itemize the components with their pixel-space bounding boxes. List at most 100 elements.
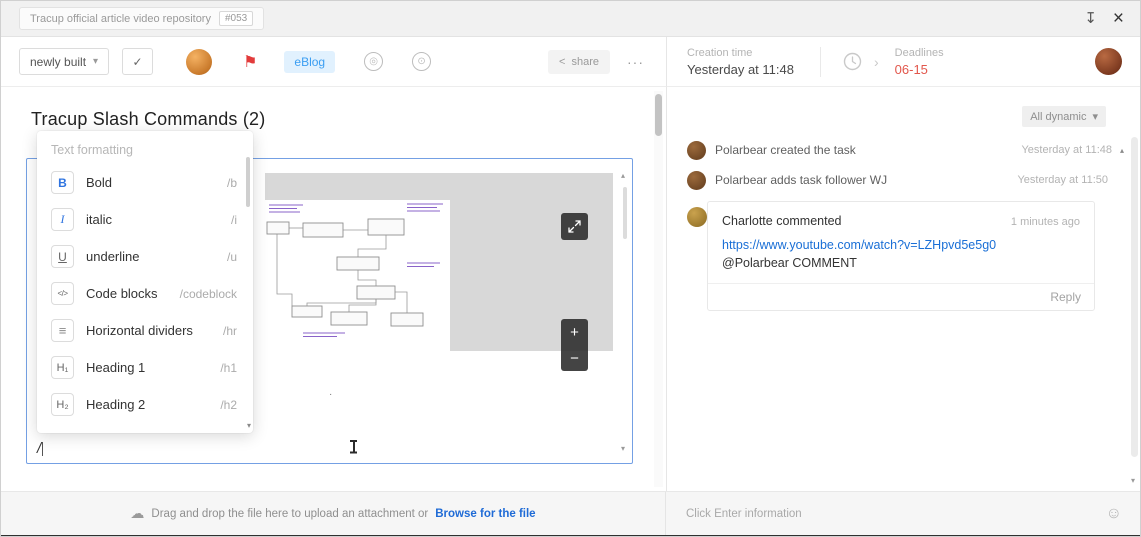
comment-input-bar[interactable]: Click Enter information ☺ [666,492,1140,535]
embedded-image[interactable] [265,173,613,351]
deadline-label: Deadlines [894,46,944,59]
menu-item-heading-1[interactable]: H₁ Heading 1 /h1 [37,349,253,386]
scroll-down-icon[interactable]: ▾ [1131,476,1136,485]
menu-item-horizontal-divider[interactable]: ≡ Horizontal dividers /hr [37,312,253,349]
menu-item-underline[interactable]: U underline /u [37,238,253,275]
more-options-icon[interactable]: ··· [627,53,644,70]
check-icon: ✓ [132,54,143,69]
scroll-up-icon[interactable]: ▴ [621,171,626,180]
scrollbar-thumb[interactable] [1131,137,1138,457]
priority-flag-icon[interactable]: ⚑ [243,53,258,71]
editor-scrollbar[interactable]: ▴ ▾ [620,165,630,457]
menu-item-label: Heading 2 [86,397,146,412]
creation-time-value: Yesterday at 11:48 [687,61,794,77]
chevron-down-icon: ▾ [93,56,99,67]
chevron-right-icon[interactable]: › [873,53,879,70]
commenter-avatar [687,207,707,227]
tag-eblog[interactable]: eBlog [284,50,336,73]
status-label: newly built [30,54,87,69]
download-icon[interactable]: ↧ [1084,10,1097,27]
menu-item-code-blocks[interactable]: </> Code blocks /codeblock [37,275,253,312]
user-avatar[interactable] [1095,48,1122,75]
divider [819,46,821,77]
zoom-in-button[interactable]: + [570,323,579,341]
heading2-icon: H₂ [51,393,74,416]
assignee-avatar[interactable] [186,48,213,75]
doc-title[interactable]: Tracup Slash Commands (2) [31,109,266,129]
horizontal-rule-icon: ≡ [51,319,74,342]
points-icon[interactable]: ◎ [364,52,384,71]
creation-time-block: Creation time Yesterday at 11:48 [687,47,794,77]
typed-slash-command[interactable]: / [37,440,44,457]
typed-char: / [37,440,42,457]
menu-item-shortcut: /codeblock [179,286,237,301]
emoji-icon[interactable]: ☺ [1105,504,1122,522]
mouse-cursor-ibeam [349,440,358,453]
footer: ☁ Drag and drop the file here to upload … [1,491,1140,535]
scrollbar-thumb[interactable] [623,187,627,239]
activity-event: Polarbear created the task Yesterday at … [687,139,1124,161]
comment-author: Charlotte commented [722,214,842,228]
scrollbar-thumb[interactable] [246,157,250,207]
complete-task-button[interactable]: ✓ [122,48,154,75]
activity-panel: All dynamic ▾ Polarbear created the task… [666,87,1140,491]
scroll-down-icon[interactable]: ▾ [621,444,626,453]
scrollbar-thumb[interactable] [655,94,662,136]
share-button[interactable]: < share [548,49,610,74]
filter-label: All dynamic [1030,110,1087,123]
avatar [687,140,706,160]
menu-item-shortcut: /h2 [220,397,237,412]
flowchart-image [265,173,613,351]
close-icon[interactable]: × [1112,8,1124,29]
description-panel: Tracup Slash Commands (2) [1,87,666,491]
slash-command-menu: Text formatting B Bold /b I italic /i U … [37,131,253,433]
expand-icon [568,220,581,233]
task-title: Tracup official article video repository [30,12,211,25]
status-dropdown[interactable]: newly built ▾ [19,48,110,75]
menu-scrollbar[interactable] [245,139,251,425]
menu-item-italic[interactable]: I italic /i [37,201,253,238]
code-icon: </> [51,282,74,305]
comment-link[interactable]: https://www.youtube.com/watch?v=LZHpvd5e… [722,238,997,252]
comment-placeholder: Click Enter information [686,507,802,520]
menu-item-heading-2[interactable]: H₂ Heading 2 /h2 [37,386,253,423]
comment-time: 1 minutes ago [1010,216,1080,228]
expand-image-button[interactable] [561,213,588,240]
deadline-value: 06-15 [894,61,928,77]
menu-item-label: Bold [86,175,113,190]
reply-button[interactable]: Reply [1050,290,1081,304]
upload-cloud-icon: ☁ [130,505,145,521]
menu-section-header: Text formatting [51,143,133,157]
menu-item-label: Code blocks [86,286,158,301]
task-id-badge: #053 [218,11,254,26]
activity-event: Polarbear adds task follower WJ Yesterda… [687,169,1124,191]
event-time: Yesterday at 11:50 [1017,174,1108,186]
comment-card: Charlotte commented 1 minutes ago https:… [707,201,1095,311]
zoom-out-button[interactable]: − [570,349,579,367]
menu-item-shortcut: /hr [222,323,237,338]
timer-icon[interactable]: ⊙ [412,52,432,71]
clock-icon [843,52,862,71]
attachment-dropzone[interactable]: ☁ Drag and drop the file here to upload … [1,492,666,535]
event-time: Yesterday at 11:48 [1021,144,1112,156]
comment-mention: @Polarbear COMMENT [722,256,857,270]
deadline-block[interactable]: Deadlines 06-15 [895,47,944,77]
right-panel-scrollbar[interactable]: ▾ [1130,91,1139,487]
caption-dot: · [329,389,333,400]
browse-file-link[interactable]: Browse for the file [435,507,536,520]
menu-item-label: Heading 1 [86,360,146,375]
activity-filter-dropdown[interactable]: All dynamic ▾ [1022,106,1106,127]
left-panel-scrollbar[interactable] [654,91,663,487]
menu-item-label: underline [86,249,140,264]
share-label: share [571,55,599,68]
menu-item-shortcut: /h1 [220,360,237,375]
share-icon: < [559,55,566,68]
menu-item-label: italic [86,212,113,227]
bold-icon: B [51,171,74,194]
menu-scroll-down-icon[interactable]: ▾ [246,421,251,430]
creation-time-label: Creation time [687,46,753,59]
task-title-pill: Tracup official article video repository… [19,7,265,30]
sort-caret-icon[interactable]: ▴ [1119,145,1124,155]
menu-item-bold[interactable]: B Bold /b [37,164,253,201]
